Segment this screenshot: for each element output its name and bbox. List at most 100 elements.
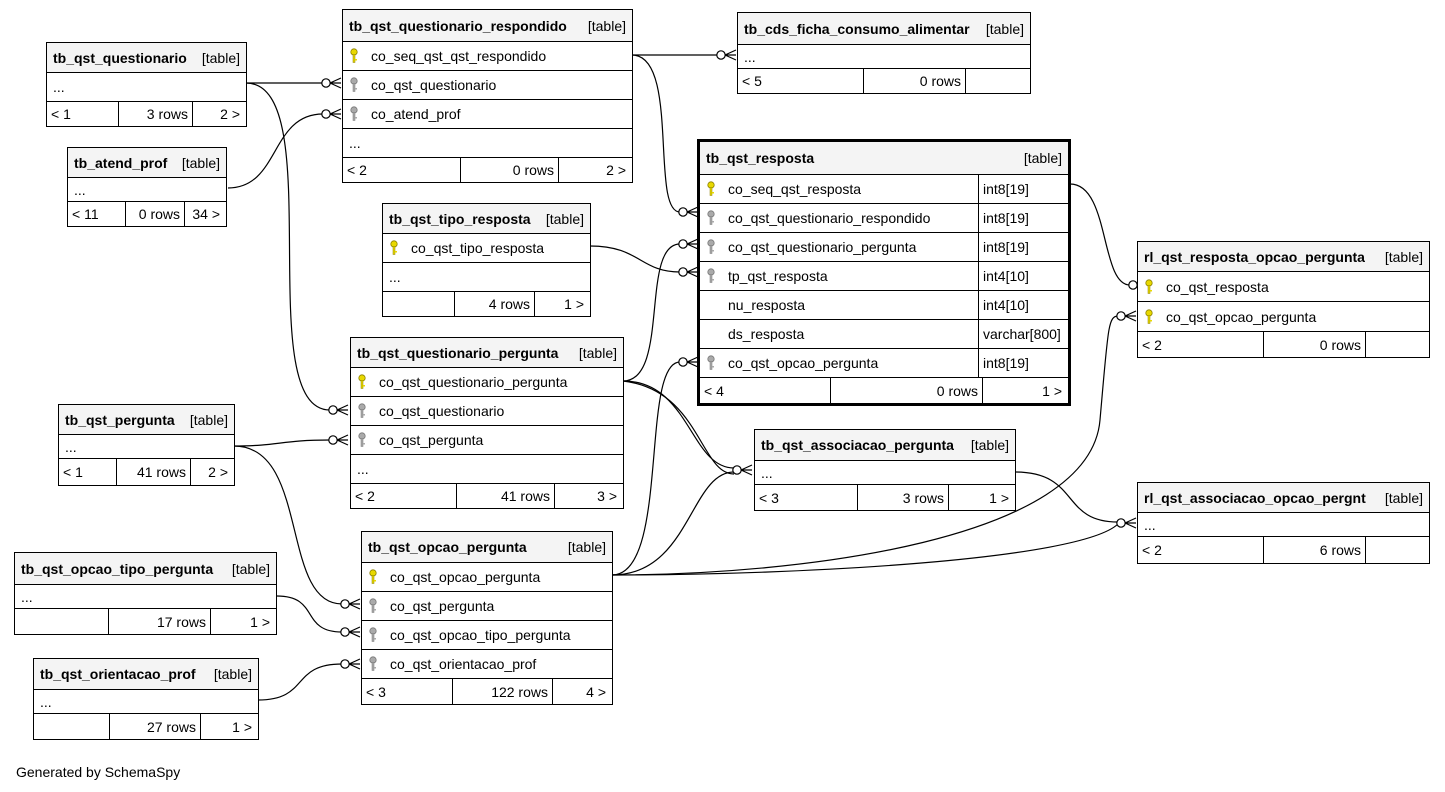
foreign-key-icon [349, 77, 359, 93]
parents-link[interactable]: < 5 [738, 69, 864, 93]
parents-link[interactable]: < 2 [1138, 332, 1264, 357]
parents-link[interactable]: < 11 [68, 202, 126, 226]
table-quest-perg[interactable]: tb_qst_questionario_pergunta [table] co_qs… [350, 337, 624, 509]
table-name[interactable]: rl_qst_resposta_opcao_pergunta [1144, 248, 1365, 265]
children-link[interactable]: 1 > [232, 718, 252, 735]
table-cds-ficha[interactable]: tb_cds_ficha_consumo_alimentar[table]...… [737, 12, 1031, 94]
foreign-key-icon [368, 656, 378, 672]
parents-link[interactable]: < 1 [59, 459, 117, 485]
primary-key-icon [357, 374, 367, 390]
crows-foot-marker [686, 206, 699, 218]
column-row[interactable]: co_qst_opcao_tipo_pergunta [362, 621, 612, 650]
foreign-key-icon [357, 432, 367, 448]
parents-link[interactable]: < 1 [47, 102, 119, 126]
table-name[interactable]: tb_qst_opcao_tipo_pergunta [21, 560, 214, 577]
children-link[interactable]: 1 > [989, 489, 1009, 506]
table-name[interactable]: tb_cds_ficha_consumo_alimentar [744, 20, 970, 37]
column-row[interactable]: co_qst_pergunta [362, 592, 612, 621]
children-link[interactable]: 2 > [208, 464, 228, 480]
column-row[interactable]: co_atend_prof [343, 100, 632, 129]
children-link[interactable]: 1 > [1042, 382, 1062, 399]
table-tipo-resp[interactable]: tb_qst_tipo_resposta[table]co_qst_tipo_r… [382, 203, 591, 317]
children-link[interactable]: 2 > [220, 106, 240, 122]
parents-link[interactable] [383, 292, 455, 316]
crows-foot-marker [686, 356, 699, 368]
column-row[interactable]: co_qst_questionario_pergunta [351, 368, 623, 397]
parents-link[interactable] [15, 609, 109, 634]
table-name[interactable]: tb_qst_opcao_pergunta [368, 539, 527, 555]
table-rl-resp-opcao[interactable]: rl_qst_resposta_opcao_pergunta[table]co_… [1137, 241, 1430, 358]
row-count: 3 rows [858, 485, 949, 510]
table-name[interactable]: tb_qst_pergunta [65, 411, 175, 428]
optional-marker [328, 405, 338, 415]
crows-foot-marker [686, 266, 699, 278]
column-row[interactable]: co_qst_pergunta [351, 426, 623, 455]
column-row[interactable]: co_qst_opcao_pergunta [362, 563, 612, 592]
children-link[interactable]: 4 > [586, 683, 606, 700]
column-row[interactable]: co_qst_tipo_resposta [383, 234, 590, 263]
children-link[interactable]: 1 > [564, 296, 584, 312]
table-name[interactable]: rl_qst_associacao_opcao_pergnt [1144, 489, 1366, 506]
column-row[interactable]: co_seq_qst_qst_respondido [343, 42, 632, 71]
table-type-label: [table] [578, 344, 617, 361]
parents-link[interactable]: < 2 [351, 484, 457, 508]
children-link[interactable] [966, 69, 1030, 93]
parents-link[interactable] [34, 714, 110, 739]
parents-link[interactable]: < 4 [700, 378, 831, 403]
primary-key-icon [1144, 308, 1154, 325]
crows-foot-marker [724, 49, 737, 61]
column-row[interactable]: co_qst_orientacao_prof [362, 650, 612, 679]
table-quest-resp[interactable]: tb_qst_questionario_respondido[table]co_… [342, 9, 633, 183]
parents-link[interactable]: < 2 [343, 158, 461, 182]
table-opcao-tipo[interactable]: tb_qst_opcao_tipo_pergunta[table]...17 r… [14, 552, 277, 635]
column-row[interactable]: co_qst_resposta [1138, 272, 1429, 302]
table-name[interactable]: tb_qst_questionario [53, 49, 187, 66]
table-resposta[interactable]: tb_qst_resposta[table]co_seq_qst_respost… [697, 139, 1071, 406]
column-row[interactable]: co_qst_questionario [343, 71, 632, 100]
column-name: co_qst_opcao_tipo_pergunta [390, 627, 571, 643]
children-link[interactable] [1366, 537, 1429, 563]
table-name[interactable]: tb_qst_resposta [706, 150, 815, 166]
children-link[interactable]: 34 > [192, 206, 220, 222]
table-name[interactable]: tb_qst_tipo_resposta [389, 210, 531, 227]
table-opcao-perg[interactable]: tb_qst_opcao_pergunta[table]co_qst_opcao… [361, 531, 613, 705]
column-row[interactable]: co_qst_opcao_pergunta [1138, 302, 1429, 332]
children-link[interactable] [1366, 332, 1429, 357]
foreign-key-icon [368, 598, 378, 614]
table-name[interactable]: tb_qst_orientacao_prof [40, 666, 196, 682]
edge-opcao-pergunta-associacao [611, 471, 735, 576]
parents-link[interactable]: < 3 [362, 679, 453, 704]
column-row[interactable]: co_qst_questionario [351, 397, 623, 426]
table-name[interactable]: tb_qst_associacao_pergunta [761, 437, 954, 453]
table-name[interactable]: tb_atend_prof [74, 154, 168, 171]
column-name: nu_resposta [728, 297, 806, 313]
parents-link[interactable]: < 2 [1138, 537, 1264, 563]
table-header: tb_qst_orientacao_prof[table] [34, 659, 258, 690]
column-name: co_atend_prof [371, 106, 461, 122]
table-rl-assoc[interactable]: rl_qst_associacao_opcao_pergnt[table]...… [1137, 482, 1430, 564]
parents-link[interactable]: < 3 [755, 485, 858, 510]
children-link[interactable]: 3 > [597, 488, 617, 504]
table-type-label: [table] [231, 560, 270, 577]
edge-pergunta-questionario-pergunta [233, 439, 331, 447]
table-type-label: [table] [1384, 489, 1423, 506]
children-link[interactable]: 1 > [250, 613, 270, 630]
table-name[interactable]: tb_qst_questionario_respondido [349, 17, 567, 34]
table-name[interactable]: tb_qst_questionario_pergunta [357, 344, 559, 361]
row-count: 6 rows [1264, 537, 1366, 563]
children-link[interactable]: 2 > [606, 162, 626, 178]
